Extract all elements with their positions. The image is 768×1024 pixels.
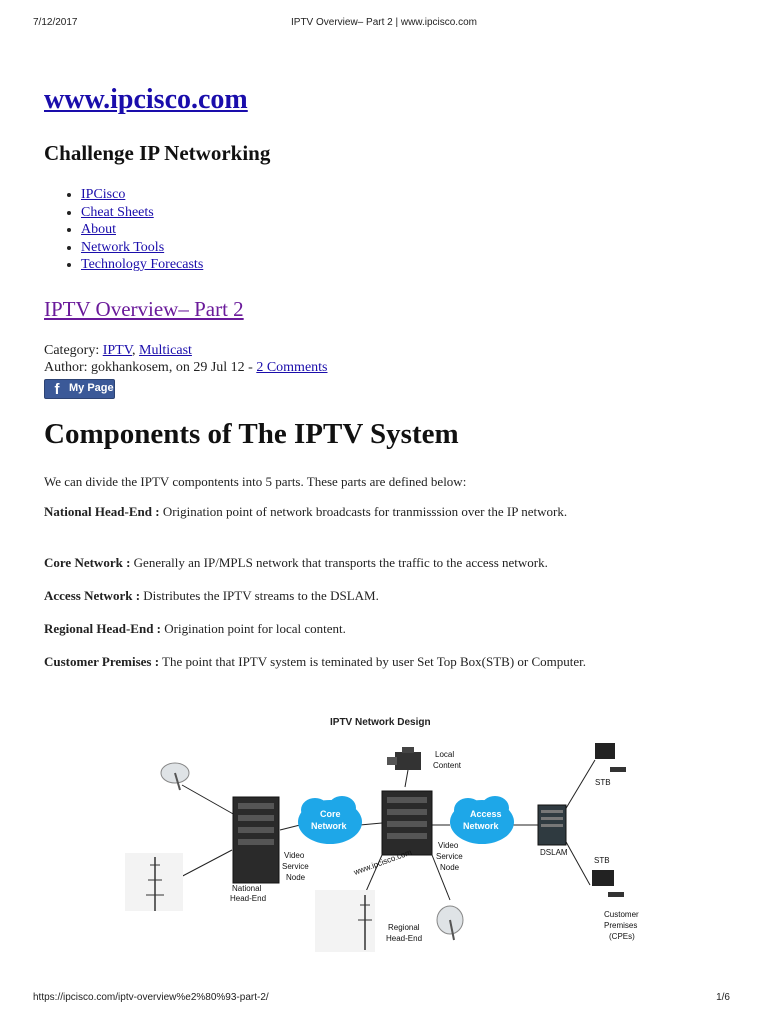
category-separator: , [132,342,136,358]
facebook-my-page-button[interactable]: f My Page [44,378,115,399]
core-network-cloud: Core Network [298,796,362,844]
svg-text:Customer: Customer [604,910,639,919]
component-term: Core Network : [44,554,131,570]
site-title-link[interactable]: www.ipcisco.com [44,84,248,115]
video-camera-icon [387,747,421,770]
diagram-title: IPTV Network Design [330,717,431,728]
site-title: www.ipcisco.com [44,82,734,118]
video-service-node-right-label: Video Service Node [436,841,463,872]
diagram-svg: IPTV Network Design National Head-End [125,717,639,952]
dslam-label: DSLAM [540,848,568,857]
stb-top-label: STB [595,778,611,787]
svg-text:Head-End: Head-End [230,894,266,903]
category-link-multicast[interactable]: Multicast [139,342,192,358]
svg-text:Service: Service [436,852,463,861]
svg-text:Video: Video [438,841,459,850]
satellite-dish-icon [160,762,190,791]
regional-head-end-label: Regional Head-End [386,923,422,943]
component-term: National Head-End : [44,503,160,519]
national-head-end-server-icon [232,796,280,884]
access-network-cloud: Access Network [450,796,514,844]
facebook-icon: f [54,380,60,398]
svg-text:Premises: Premises [604,921,637,930]
video-service-node-server-icon [381,790,433,856]
national-head-end-label: National Head-End [230,884,266,903]
stb-bottom-label: STB [594,856,610,865]
facebook-button-label: My Page [69,382,114,394]
category-label: Category: [44,342,100,358]
component-term: Regional Head-End : [44,620,162,636]
svg-text:Local: Local [435,750,454,759]
category-link-iptv[interactable]: IPTV [102,342,133,358]
post-title-link[interactable]: IPTV Overview– Part 2 [44,296,244,321]
svg-text:Regional: Regional [388,923,420,932]
component-desc: The point that IPTV system is teminated … [159,653,587,669]
nav-link-about[interactable]: About [81,222,116,237]
post-meta: Category: IPTV, Multicast Author: gokhan… [44,342,734,399]
dslam-icon [537,804,567,846]
core-cloud-line-1: Core [320,809,341,819]
svg-text:Content: Content [433,761,462,770]
nav-item-cheat-sheets: Cheat Sheets [81,204,734,222]
nav-item-technology-forecasts: Technology Forecasts [81,256,734,274]
page-content: www.ipcisco.com Challenge IP Networking … [44,82,734,670]
print-page-number: 1/6 [716,992,730,1003]
nav-item-ipcisco: IPCisco [81,186,734,204]
diagram-links [174,759,596,906]
print-url: https://ipcisco.com/iptv-overview%e2%80%… [33,992,269,1003]
component-desc: Origination point of network broadcasts … [159,503,568,519]
nav-link-network-tools[interactable]: Network Tools [81,239,165,255]
post-title: IPTV Overview– Part 2 [44,295,734,323]
component-regional-head-end: Regional Head-End : Origination point fo… [44,620,734,637]
component-term: Access Network : [44,587,141,603]
post-category-line: Category: IPTV, Multicast [44,342,734,359]
access-cloud-line-1: Access [470,809,502,819]
component-access-network: Access Network : Distributes the IPTV st… [44,587,734,604]
svg-text:Node: Node [286,873,306,882]
customer-premises-label: Customer Premises (CPEs) [604,910,639,941]
access-cloud-line-2: Network [463,821,500,831]
component-core-network: Core Network : Generally an IP/MPLS netw… [44,554,734,571]
print-date: 7/12/2017 [33,17,78,28]
svg-text:Service: Service [282,862,309,871]
component-desc: Distributes the IPTV streams to the DSLA… [140,587,379,603]
print-footer: https://ipcisco.com/iptv-overview%e2%80%… [0,992,768,1006]
stb-top-tv-icon [595,743,626,772]
component-term: Customer Premises : [44,653,160,669]
local-content-label: Local Content [433,750,462,770]
core-cloud-line-2: Network [311,821,348,831]
component-national-head-end: National Head-End : Origination point of… [44,503,734,520]
svg-text:(CPEs): (CPEs) [609,932,635,941]
nav-item-about: About [81,221,734,239]
antenna-tower-icon [125,853,183,911]
nav-item-network-tools: Network Tools [81,239,734,257]
regional-satellite-dish-icon [436,905,464,941]
svg-text:National: National [232,884,262,893]
nav-link-ipcisco[interactable]: IPCisco [81,187,126,202]
nav-link-technology-forecasts[interactable]: Technology Forecasts [81,257,204,272]
site-tagline: Challenge IP Networking [44,141,271,165]
article-intro: We can divide the IPTV compontents into … [44,473,467,489]
author-text: Author: gokhankosem, on 29 Jul 12 - [44,359,253,375]
video-service-node-left-label: Video Service Node [282,851,309,882]
svg-text:Head-End: Head-End [386,934,422,943]
component-desc: Origination point for local content. [161,620,346,636]
stb-bottom-tv-icon [592,870,624,897]
article-heading: Components of The IPTV System [44,417,459,450]
component-customer-premises: Customer Premises : The point that IPTV … [44,653,734,670]
svg-text:Video: Video [284,851,305,860]
print-header: 7/12/2017 IPTV Overview– Part 2 | www.ip… [0,17,768,31]
nav-link-cheat-sheets[interactable]: Cheat Sheets [81,204,154,220]
component-desc: Generally an IP/MPLS network that transp… [130,554,548,570]
regional-antenna-tower-icon [315,890,375,952]
iptv-network-diagram: IPTV Network Design National Head-End [120,705,645,960]
print-page-title: IPTV Overview– Part 2 | www.ipcisco.com [291,17,477,28]
post-author-line: Author: gokhankosem, on 29 Jul 12 - 2 Co… [44,359,734,376]
main-nav: IPCisco Cheat Sheets About Network Tools… [44,186,734,274]
comments-link[interactable]: 2 Comments [256,359,328,375]
svg-text:Node: Node [440,863,460,872]
